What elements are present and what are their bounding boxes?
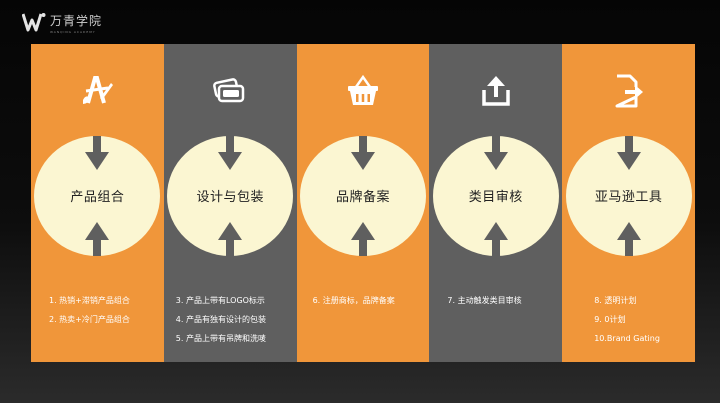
step-list: 8. 透明计划 9. 0计划 10.Brand Gating: [562, 291, 695, 348]
arrow-up-icon: [483, 222, 508, 256]
panel-design-packaging: 设计与包装 3. 产品上带有LOGO标示 4. 产品有独有设计的包装 5. 产品…: [163, 44, 297, 362]
list-item: 4. 产品有独有设计的包装: [175, 315, 266, 324]
brand-tagline: WANQING ACADEMY: [50, 30, 96, 34]
brand-name: 万青学院: [50, 14, 103, 28]
panel-amazon-tools: 亚马逊工具 8. 透明计划 9. 0计划 10.Brand Gating: [562, 44, 695, 362]
step-title: 品牌备案: [335, 190, 390, 205]
step-title: 亚马逊工具: [594, 190, 663, 205]
step-list: 3. 产品上带有LOGO标示 4. 产品有独有设计的包装 5. 产品上带有吊牌和…: [164, 291, 297, 348]
logo-w-icon: [22, 13, 46, 32]
arrow-down-icon: [218, 136, 243, 170]
list-item: 2. 热卖+冷门产品组合: [49, 315, 130, 324]
list-item: 5. 产品上带有吊牌和洗唛: [175, 334, 266, 343]
panel-brand-registry: 品牌备案 6. 注册商标，品牌备案: [296, 44, 430, 362]
arrow-up-icon: [616, 222, 641, 256]
step-title: 设计与包装: [196, 190, 264, 205]
step-title: 产品组合: [70, 190, 125, 205]
step-title: 类目审核: [468, 190, 523, 205]
list-item: 8. 透明计划: [594, 296, 637, 305]
step-list: 1. 热销+滞销产品组合 2. 热卖+冷门产品组合: [31, 291, 164, 329]
steps-panels: 产品组合 1. 热销+滞销产品组合 2. 热卖+冷门产品组合 设计与包装 3. …: [31, 44, 695, 362]
step-list: 6. 注册商标，品牌备案: [297, 291, 430, 310]
arrow-up-icon: [218, 222, 243, 256]
cards-icon: [213, 78, 245, 103]
arrow-up-icon: [350, 222, 375, 256]
list-item: 6. 注册商标，品牌备案: [312, 296, 395, 305]
file-export-icon: [615, 74, 643, 108]
panel-category-review: 类目审核 7. 主动触发类目审核: [429, 44, 563, 362]
list-item: 7. 主动触发类目审核: [447, 296, 522, 305]
arrow-down-icon: [85, 136, 110, 170]
arrow-down-icon: [483, 136, 508, 170]
design-tools-icon: [83, 76, 114, 104]
list-item: 1. 热销+滞销产品组合: [49, 296, 130, 305]
arrow-down-icon: [616, 136, 641, 170]
upload-icon: [482, 76, 510, 106]
basket-icon: [347, 74, 378, 105]
arrow-down-icon: [350, 136, 375, 170]
list-item: 10.Brand Gating: [594, 334, 660, 343]
arrow-up-icon: [85, 222, 110, 256]
panel-product-mix: 产品组合 1. 热销+滞销产品组合 2. 热卖+冷门产品组合: [31, 44, 164, 362]
step-list: 7. 主动触发类目审核: [429, 291, 562, 310]
list-item: 9. 0计划: [594, 315, 626, 324]
brand-logo: 万青学院 WANQING ACADEMY: [22, 10, 102, 34]
list-item: 3. 产品上带有LOGO标示: [175, 296, 265, 305]
